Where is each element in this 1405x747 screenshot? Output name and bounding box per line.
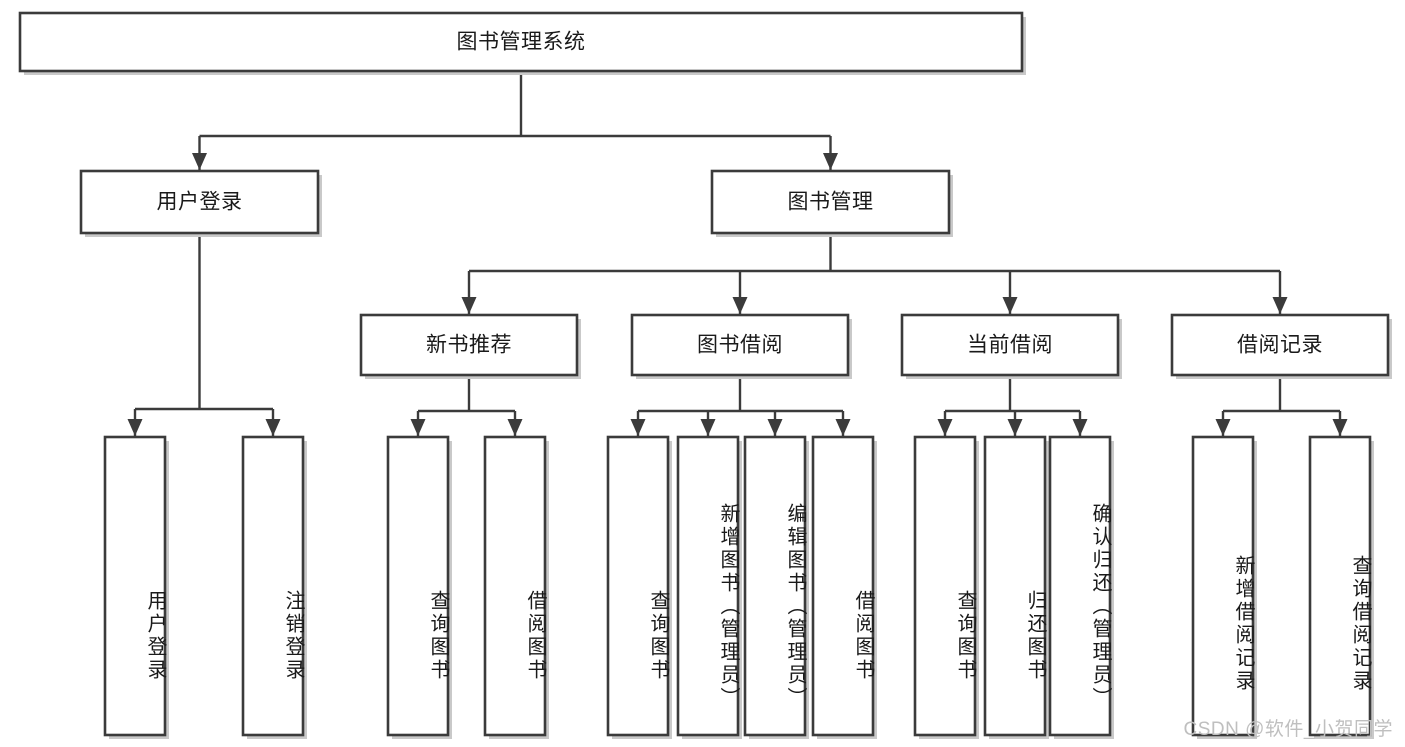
node-借阅记录[interactable] (1170, 313, 1390, 377)
arrowhead-icon-图书借阅-to-新增图书管理员 (700, 419, 716, 436)
node-图书借阅[interactable] (630, 313, 850, 377)
node-leaf-借阅图书[interactable] (483, 435, 547, 737)
node-新书推荐[interactable] (359, 313, 579, 377)
node-当前借阅[interactable] (900, 313, 1120, 377)
node-leaf-归还图书[interactable] (983, 435, 1047, 737)
node-leaf-借阅图书[interactable] (811, 435, 875, 737)
node-leaf-查询图书[interactable] (606, 435, 670, 737)
arrowhead-icon-借阅记录-to-新增借阅记录 (1215, 419, 1231, 436)
arrowhead-icon-新书推荐-to-查询图书 (410, 419, 426, 436)
node-leaf-用户登录[interactable] (103, 435, 167, 737)
node-label-图书管理: 图书管理 (788, 191, 874, 214)
node-leaf-确认归还管理员[interactable] (1048, 435, 1112, 737)
arrowhead-icon-新书推荐-to-借阅图书 (507, 419, 523, 436)
arrowhead-icon-当前借阅-to-确认归还管理员 (1072, 419, 1088, 436)
node-label-当前借阅: 当前借阅 (967, 334, 1053, 357)
node-leaf-新增借阅记录[interactable] (1191, 435, 1255, 737)
connector-layer (127, 71, 1348, 436)
node-leaf-查询图书[interactable] (913, 435, 977, 737)
arrowhead-icon-bookmgmt-to-新书推荐 (461, 297, 477, 314)
arrowhead-icon-root-to-用户登录 (192, 153, 207, 170)
arrowhead-icon-root-to-图书管理 (823, 153, 838, 170)
node-root-label: 图书管理系统 (457, 31, 586, 54)
arrowhead-icon-用户登录-to-用户登录 (127, 419, 143, 436)
arrowhead-icon-当前借阅-to-归还图书 (1007, 419, 1023, 436)
node-leaf-查询图书[interactable] (386, 435, 450, 737)
node-label-借阅记录: 借阅记录 (1237, 334, 1323, 357)
node-label-用户登录: 用户登录 (157, 191, 243, 214)
arrowhead-icon-图书借阅-to-借阅图书 (835, 419, 851, 436)
node-box-layer (18, 11, 1392, 739)
arrowhead-icon-bookmgmt-to-图书借阅 (732, 297, 748, 314)
node-用户登录[interactable] (79, 169, 320, 235)
arrowhead-icon-bookmgmt-to-借阅记录 (1272, 297, 1288, 314)
node-label-新书推荐: 新书推荐 (426, 334, 512, 357)
node-leaf-注销登录[interactable] (241, 435, 305, 737)
arrowhead-icon-用户登录-to-注销登录 (265, 419, 281, 436)
node-leaf-新增图书管理员[interactable] (676, 435, 740, 737)
node-图书管理[interactable] (710, 169, 951, 235)
node-leaf-编辑图书管理员[interactable] (743, 435, 807, 737)
arrowhead-icon-当前借阅-to-查询图书 (937, 419, 953, 436)
arrowhead-icon-bookmgmt-to-当前借阅 (1002, 297, 1018, 314)
arrowhead-icon-图书借阅-to-查询图书 (630, 419, 646, 436)
node-root[interactable] (18, 11, 1024, 73)
arrowhead-icon-图书借阅-to-编辑图书管理员 (767, 419, 783, 436)
csdn-watermark: CSDN @软件_小贺同学 (1183, 719, 1393, 740)
node-label-图书借阅: 图书借阅 (697, 334, 783, 357)
arrowhead-icon-借阅记录-to-查询借阅记录 (1332, 419, 1348, 436)
node-leaf-查询借阅记录[interactable] (1308, 435, 1372, 737)
